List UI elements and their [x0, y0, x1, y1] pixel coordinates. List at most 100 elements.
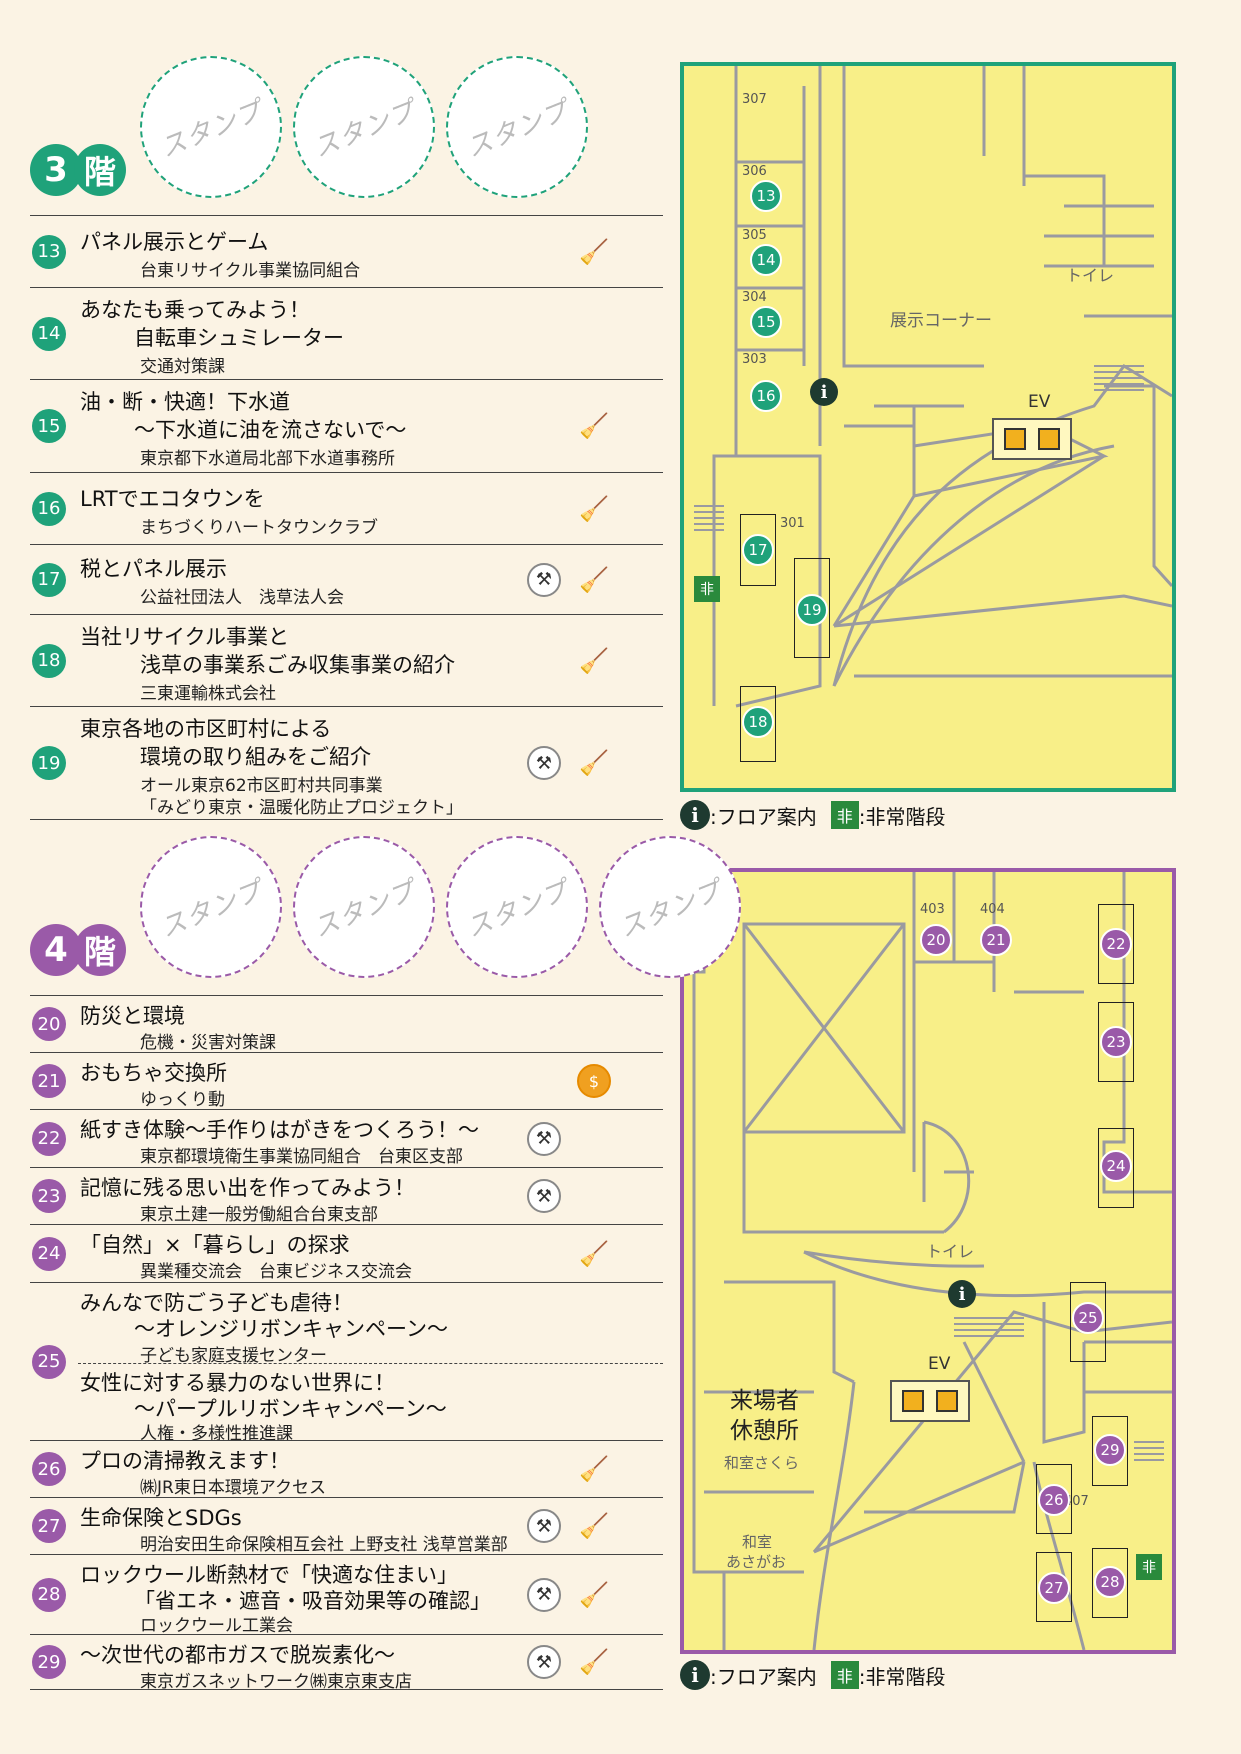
booth-title: あなたも乗ってみよう！	[80, 298, 310, 322]
booth-org: ㈱JR東日本環境アクセス	[140, 1478, 326, 1498]
stamp-slot: スタンプ	[140, 56, 282, 198]
stamp-slot: スタンプ	[446, 56, 588, 198]
map-booth-27[interactable]: 27	[1038, 1572, 1070, 1604]
booth-row-19[interactable]: 19 東京各地の市区町村による 環境の取り組みをご紹介 オール東京62市区町村共…	[30, 706, 663, 820]
broom-icon: 🧹	[579, 1580, 609, 1609]
emergency-exit-icon: 非	[830, 801, 859, 829]
booth-row-20[interactable]: 20 防災と環境 危機・災害対策課	[30, 995, 663, 1053]
map-booth-26[interactable]: 26	[1038, 1484, 1070, 1516]
booth-subtitle-b: ～パープルリボンキャンペーン～	[134, 1397, 447, 1421]
booth-row-15[interactable]: 15 油・断・快適！下水道 ～下水道に油を流さないで～ 東京都下水道局北部下水道…	[30, 379, 663, 472]
floor4-badge: 4 階	[30, 924, 126, 976]
floor4-map: 403 404 407 トイレ EV 来場者 休憩所 和室さくら 和室 あさがお…	[680, 868, 1176, 1654]
booth-box-28	[1092, 1548, 1128, 1618]
map-booth-20[interactable]: 20	[920, 924, 952, 956]
info-icon: i	[948, 1280, 976, 1308]
broom-icon: 🧹	[579, 412, 609, 440]
booth-box-17	[740, 514, 776, 586]
booth-number: 29	[32, 1645, 66, 1679]
map-booth-17[interactable]: 17	[742, 534, 774, 566]
booth-row-14[interactable]: 14 あなたも乗ってみよう！ 自転車シュミレーター 交通対策課	[30, 287, 663, 379]
info-icon: i	[810, 378, 838, 406]
elevator-car	[902, 1390, 924, 1412]
booth-box-23	[1098, 1002, 1134, 1082]
hammer-icon: ⚒	[527, 562, 561, 597]
hammer-icon: ⚒	[527, 1509, 561, 1543]
info-icon: i	[680, 800, 710, 830]
booth-number: 19	[32, 746, 66, 780]
map-booth-21[interactable]: 21	[980, 924, 1012, 956]
toilet-label: トイレ	[1066, 266, 1115, 285]
map-booth-19[interactable]: 19	[796, 594, 828, 626]
room-303: 303	[742, 352, 767, 367]
booth-title: LRTでエコタウンを	[80, 487, 265, 511]
booth-row-26[interactable]: 26 プロの清掃教えます！ ㈱JR東日本環境アクセス 🧹	[30, 1440, 663, 1498]
booth-title: 税とパネル展示	[80, 557, 227, 581]
map-booth-14[interactable]: 14	[750, 244, 782, 276]
coin-bag-icon: $	[577, 1064, 611, 1098]
legend-exit-text: :非常階段	[858, 1664, 946, 1689]
elevator	[992, 418, 1072, 460]
floor4-booth-list: 20 防災と環境 危機・災害対策課 21 おもちゃ交換所 ゆっくり動 $ 22 …	[30, 995, 663, 1692]
info-icon: i	[680, 1660, 710, 1690]
map-booth-18[interactable]: 18	[742, 706, 774, 738]
booth-row-25[interactable]: 25 みんなで防ごう子ども虐待！ ～オレンジリボンキャンペーン～ 子ども家庭支援…	[30, 1282, 663, 1444]
booth-number: 24	[32, 1236, 66, 1271]
booth-title: パネル展示とゲーム	[80, 230, 269, 254]
floor3-kai: 階	[74, 144, 126, 196]
elevator-car	[936, 1390, 958, 1412]
booth-number: 28	[32, 1577, 66, 1612]
booth-title: みんなで防ごう子ども虐待！	[80, 1291, 353, 1315]
booth-row-13[interactable]: 13 パネル展示とゲーム 台東リサイクル事業協同組合 🧹	[30, 215, 663, 287]
booth-row-27[interactable]: 27 生命保険とSDGs 明治安田生命保険相互会社 上野支社 浅草営業部 ⚒ 🧹	[30, 1497, 663, 1555]
booth-row-17[interactable]: 17 税とパネル展示 公益社団法人 浅草法人会 ⚒ 🧹	[30, 544, 663, 614]
booth-title-b: 女性に対する暴力のない世界に！	[80, 1371, 395, 1395]
booth-title: 生命保険とSDGs	[80, 1506, 242, 1530]
broom-icon: 🧹	[579, 494, 609, 523]
stamp-slot: スタンプ	[599, 836, 741, 978]
booth-org: 東京ガスネットワーク㈱東京東支店	[140, 1672, 412, 1692]
elevator-car	[1038, 428, 1060, 450]
booth-row-22[interactable]: 22 紙すき体験～手作りはがきをつくろう！～ 東京都環境衛生事業協同組合 台東区…	[30, 1109, 663, 1167]
map-booth-28[interactable]: 28	[1094, 1566, 1126, 1598]
booth-org: 東京都下水道局北部下水道事務所	[140, 449, 395, 469]
booth-row-16[interactable]: 16 LRTでエコタウンを まちづくりハートタウンクラブ 🧹	[30, 472, 663, 544]
broom-icon: 🧹	[579, 1648, 609, 1676]
booth-title: ～次世代の都市ガスで脱炭素化～	[80, 1643, 395, 1667]
booth-title: 「自然」×「暮らし」の探求	[80, 1233, 350, 1257]
booth-box-22	[1098, 904, 1134, 984]
booth-row-23[interactable]: 23 記憶に残る思い出を作ってみよう！ 東京土建一般労働組合台東支部 ⚒	[30, 1167, 663, 1225]
map-booth-29[interactable]: 29	[1094, 1434, 1126, 1466]
map-booth-22[interactable]: 22	[1100, 928, 1132, 960]
map-booth-16[interactable]: 16	[750, 380, 782, 412]
broom-icon: 🧹	[579, 1512, 609, 1540]
elevator	[890, 1380, 970, 1422]
booth-number: 27	[32, 1509, 66, 1543]
booth-number: 22	[32, 1121, 66, 1156]
booth-org: 交通対策課	[140, 357, 225, 377]
booth-row-24[interactable]: 24 「自然」×「暮らし」の探求 異業種交流会 台東ビジネス交流会 🧹	[30, 1224, 663, 1282]
booth-row-29[interactable]: 29 ～次世代の都市ガスで脱炭素化～ 東京ガスネットワーク㈱東京東支店 ⚒ 🧹	[30, 1634, 663, 1692]
room-403: 403	[920, 902, 945, 917]
elevator-car	[1004, 428, 1026, 450]
legend-info-text: :フロア案内	[710, 804, 817, 829]
map-booth-13[interactable]: 13	[750, 180, 782, 212]
booth-row-28[interactable]: 28 ロックウール断熱材で「快適な住まい」 「省エネ・遮音・吸音効果等の確認」 …	[30, 1554, 663, 1636]
map-booth-25[interactable]: 25	[1072, 1302, 1104, 1334]
map-booth-24[interactable]: 24	[1100, 1150, 1132, 1182]
washitsu-sakura-label: 和室さくら	[724, 1454, 800, 1472]
booth-subtitle: 「省エネ・遮音・吸音効果等の確認」	[134, 1589, 491, 1613]
divider	[78, 1363, 663, 1364]
booth-box-26	[1036, 1464, 1072, 1534]
booth-box-25	[1070, 1282, 1106, 1362]
stamp-slot: スタンプ	[140, 836, 282, 978]
toilet-label: トイレ	[926, 1242, 975, 1261]
map-booth-23[interactable]: 23	[1100, 1026, 1132, 1058]
booth-row-21[interactable]: 21 おもちゃ交換所 ゆっくり動 $	[30, 1052, 663, 1110]
hammer-icon: ⚒	[527, 1645, 561, 1679]
emergency-exit-icon: 非	[1136, 1554, 1162, 1580]
map-booth-15[interactable]: 15	[750, 306, 782, 338]
booth-row-18[interactable]: 18 当社リサイクル事業と 浅草の事業系ごみ収集事業の紹介 三東運輸株式会社 🧹	[30, 614, 663, 706]
booth-org: 東京都環境衛生事業協同組合 台東区支部	[140, 1147, 463, 1167]
legend-exit-text: :非常階段	[858, 804, 946, 829]
